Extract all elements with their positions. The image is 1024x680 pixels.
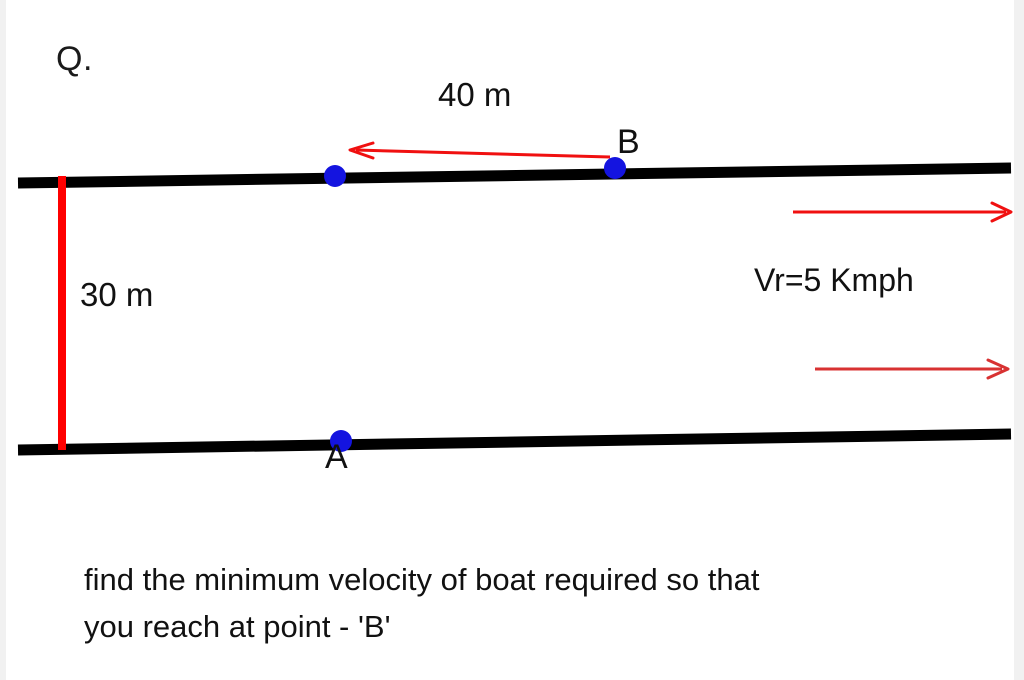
question-text: find the minimum velocity of boat requir…: [84, 556, 1004, 650]
river-flow-arrow-upper: [793, 201, 1013, 223]
drift-arrow-left: [348, 141, 611, 160]
river-velocity-label: Vr=5 Kmph: [754, 262, 914, 298]
river-bank-bottom-line: [17, 428, 1012, 456]
point-marker-b: [604, 157, 626, 179]
page-gutter-right: [1014, 0, 1024, 680]
river-bank-top-line: [17, 162, 1012, 189]
drift-distance-label: 40 m: [438, 76, 512, 113]
question-line-1: find the minimum velocity of boat requir…: [84, 562, 760, 597]
point-marker-a: [330, 430, 352, 452]
river-flow-arrow-lower: [815, 358, 1010, 380]
point-marker-landing: [324, 165, 346, 187]
page-gutter-left: [0, 0, 6, 680]
point-label-a: A: [325, 438, 348, 476]
question-line-2: you reach at point - 'B': [84, 609, 391, 644]
question-marker: Q.: [56, 40, 93, 78]
point-label-b: B: [617, 123, 640, 161]
river-width-label: 30 m: [80, 276, 154, 313]
